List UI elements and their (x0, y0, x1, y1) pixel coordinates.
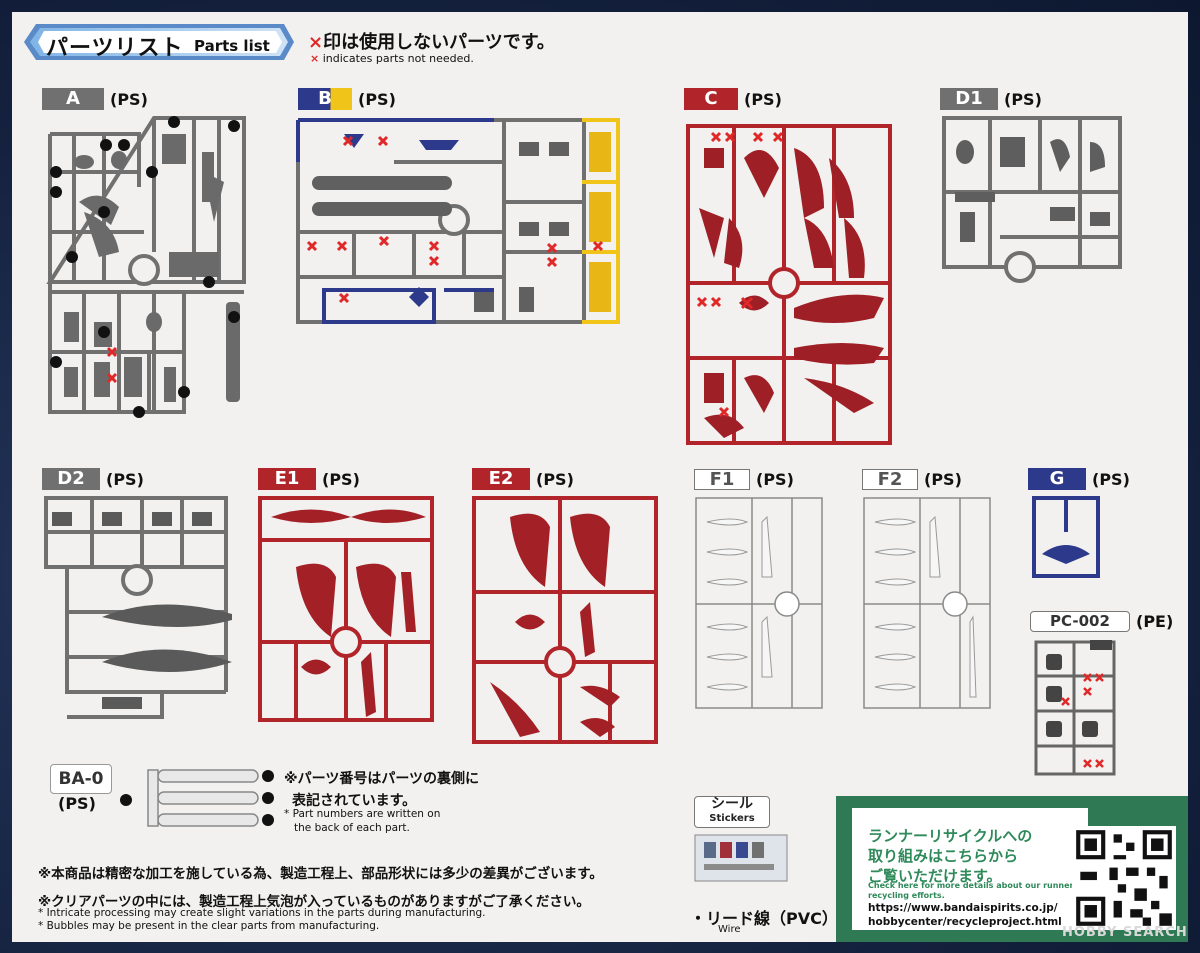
part-number-note-en-1: * Part numbers are written on (284, 808, 441, 820)
runner-label-e2: E2(PS) (472, 468, 574, 490)
page-title-en: Parts list (194, 37, 270, 55)
watermark: HOBBY SEARCH (1062, 925, 1188, 940)
sticker-sheet (694, 834, 788, 882)
wire-label: ・リード線（PVC） (690, 909, 838, 928)
runner-label-e1: E1(PS) (258, 468, 360, 490)
ba0-parts (120, 769, 274, 827)
disclaimer-en-1: * Intricate processing may create slight… (38, 907, 486, 919)
runner-e2-sprue (472, 496, 658, 744)
part-number-note-jp-2: 表記されています。 (292, 793, 417, 809)
part-number-note-jp-1: ※パーツ番号はパーツの裏側に (284, 771, 480, 787)
wire-label-en: Wire (718, 924, 741, 935)
disclaimer-jp-2: ※クリアパーツの中には、製造工程上気泡が入っているものがありますがご了承ください… (38, 894, 590, 910)
disclaimer-en-2: * Bubbles may be present in the clear pa… (38, 920, 380, 932)
unused-parts-note-en: × indicates parts not needed. (310, 52, 474, 65)
runner-label-g: G(PS) (1028, 468, 1130, 490)
runner-b-sprue (296, 118, 620, 324)
runner-a-sprue (46, 116, 246, 418)
runner-c-sprue (686, 124, 892, 445)
runner-d1-sprue (942, 116, 1122, 283)
runner-label-a: A(PS) (42, 88, 148, 110)
runner-label-d2: D2(PS) (42, 468, 144, 490)
stickers-label-box: シール Stickers (694, 796, 770, 828)
runner-f1-sprue (695, 497, 823, 709)
cross-icon: × (310, 52, 320, 65)
runner-label-ba0: BA-0 (50, 764, 112, 794)
runner-type-ba0: (PS) (58, 794, 96, 813)
qr-code-icon[interactable] (1072, 826, 1176, 930)
runner-label-c: C(PS) (684, 88, 782, 110)
runner-label-f2: F2(PS) (862, 468, 962, 490)
runner-d2-sprue (44, 496, 232, 719)
runner-e1-sprue (258, 496, 434, 722)
runner-label-pc002: PC-002(PE) (1030, 610, 1173, 632)
disclaimer-jp-1: ※本商品は精密な加工を施している為、製造工程上、部品形状には多少の差異がございま… (38, 866, 603, 882)
part-number-note-en-2: the back of each part. (294, 822, 410, 834)
unused-parts-note: ×印は使用しないパーツです。 (308, 32, 555, 53)
title-banner (22, 22, 294, 62)
recycle-heading: ランナーリサイクルへの 取り組みはこちらから ご覧いただけます。 (868, 827, 1033, 885)
recycle-info-box (852, 808, 1088, 930)
runner-g-sprue (1032, 496, 1100, 578)
cross-icon: × (308, 32, 324, 53)
runner-label-f1: F1(PS) (694, 468, 794, 490)
runner-pc002-sprue (1034, 640, 1116, 776)
runner-label-d1: D1(PS) (940, 88, 1042, 110)
recycle-description: Check here for more details about our ru… (868, 881, 1074, 900)
recycle-url[interactable]: https://www.bandaispirits.co.jp/ hobbyce… (868, 902, 1062, 928)
runner-label-b: B(PS) (298, 88, 396, 110)
page-title: パーツリスト (46, 36, 184, 61)
runner-f2-sprue (863, 497, 991, 709)
